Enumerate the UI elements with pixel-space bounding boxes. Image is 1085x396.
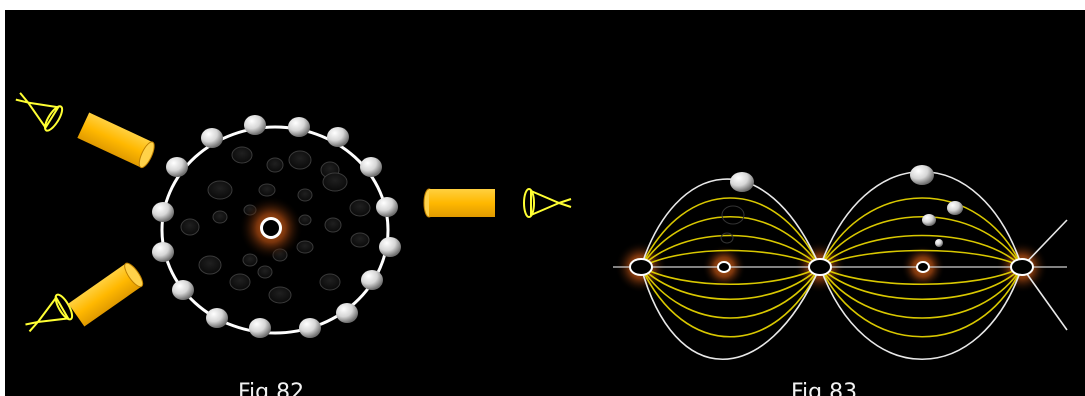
eye-icon [20,292,75,340]
fig82-diagram [11,84,571,340]
diagram-canvas [5,10,1085,396]
black-panel: Fig 82 Fig 83 [5,10,1085,396]
eye-icon [11,84,66,133]
fig83-diagram [613,165,1067,359]
cylinder-tube [424,189,495,217]
cylinder-tube [68,261,145,327]
ghost-bubbles [721,206,744,243]
fig83-caption: Fig 83 [791,382,857,396]
cylinder-tube [77,113,157,170]
fig82-caption: Fig 82 [238,382,304,396]
eye-icon [524,189,571,217]
